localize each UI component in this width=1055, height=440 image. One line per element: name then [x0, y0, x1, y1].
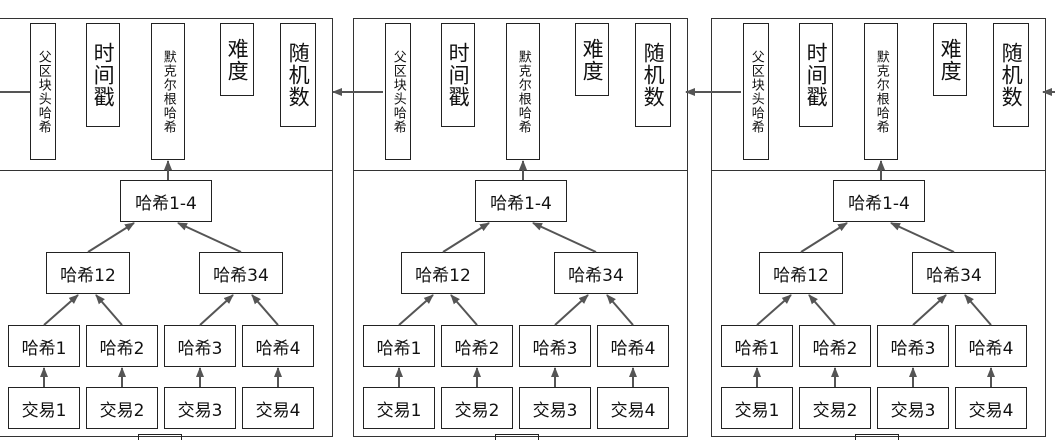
transaction-node: 交易3 [519, 387, 591, 429]
nonce-field: 随机数 [280, 23, 316, 127]
hash-node-level2: 哈希12 [401, 252, 485, 294]
header-divider [0, 170, 333, 171]
merkle-root-field: 默克尔根哈希 [506, 23, 540, 160]
merkle-root-node: 哈希1-4 [120, 180, 212, 222]
difficulty-field: 难度 [220, 23, 254, 96]
transaction-node: 交易1 [721, 387, 793, 429]
hash-node-leaf: 哈希2 [441, 325, 513, 367]
hash-node-leaf: 哈希4 [242, 325, 314, 367]
hash-to-parent-arrow [808, 294, 836, 326]
hash-node-leaf: 哈希1 [8, 325, 80, 367]
transaction-node: 交易4 [597, 387, 669, 429]
hash-node-level2: 哈希34 [199, 252, 283, 294]
parent-block-hash-field: 父区块头哈希 [385, 23, 411, 160]
timestamp-field: 时间戳 [799, 23, 833, 127]
transaction-node: 交易2 [86, 387, 158, 429]
transaction-node: 交易1 [363, 387, 435, 429]
merkle-root-node: 哈希1-4 [475, 180, 567, 222]
next-section-tab [855, 434, 899, 440]
transaction-node: 交易3 [164, 387, 236, 429]
timestamp-field: 时间戳 [441, 23, 475, 127]
hash-to-parent-arrow [912, 294, 947, 326]
hash-to-parent-arrow [606, 294, 634, 326]
hash-to-parent-arrow [450, 294, 478, 326]
merkle-root-node: 哈希1-4 [833, 180, 925, 222]
hash-to-parent-arrow [756, 294, 792, 326]
difficulty-field: 难度 [933, 23, 967, 96]
hash-node-leaf: 哈希3 [877, 325, 949, 367]
hash-to-root-arrow [177, 222, 242, 253]
hash-to-root-arrow [800, 222, 848, 253]
hash-node-level2: 哈希12 [46, 252, 130, 294]
hash-to-parent-arrow [964, 294, 992, 326]
transaction-node: 交易2 [799, 387, 871, 429]
hash-node-leaf: 哈希2 [799, 325, 871, 367]
timestamp-field: 时间戳 [86, 23, 120, 127]
next-section-tab [138, 434, 182, 440]
next-section-tab [495, 434, 539, 440]
transaction-node: 交易4 [955, 387, 1027, 429]
transaction-node: 交易2 [441, 387, 513, 429]
hash-node-level2: 哈希12 [759, 252, 843, 294]
header-divider [353, 170, 688, 171]
hash-to-root-arrow [532, 222, 597, 253]
merkle-root-field: 默克尔根哈希 [864, 23, 898, 160]
hash-to-root-arrow [890, 222, 955, 253]
nonce-field: 随机数 [993, 23, 1029, 127]
hash-to-parent-arrow [199, 294, 234, 326]
hash-to-root-arrow [87, 222, 135, 253]
hash-node-leaf: 哈希3 [519, 325, 591, 367]
hash-node-leaf: 哈希1 [363, 325, 435, 367]
transaction-node: 交易4 [242, 387, 314, 429]
difficulty-field: 难度 [575, 23, 609, 96]
hash-to-parent-arrow [251, 294, 279, 326]
hash-node-level2: 哈希34 [912, 252, 996, 294]
hash-to-parent-arrow [43, 294, 79, 326]
parent-block-hash-field: 父区块头哈希 [743, 23, 769, 160]
merkle-root-field: 默克尔根哈希 [151, 23, 185, 160]
hash-to-root-arrow [442, 222, 490, 253]
hash-to-parent-arrow [398, 294, 434, 326]
transaction-node: 交易3 [877, 387, 949, 429]
hash-node-leaf: 哈希4 [955, 325, 1027, 367]
parent-block-hash-field: 父区块头哈希 [30, 23, 56, 160]
hash-node-leaf: 哈希3 [164, 325, 236, 367]
header-divider [711, 170, 1046, 171]
nonce-field: 随机数 [635, 23, 671, 127]
transaction-node: 交易1 [8, 387, 80, 429]
hash-to-parent-arrow [554, 294, 589, 326]
hash-node-leaf: 哈希2 [86, 325, 158, 367]
hash-node-leaf: 哈希4 [597, 325, 669, 367]
hash-node-leaf: 哈希1 [721, 325, 793, 367]
hash-to-parent-arrow [95, 294, 123, 326]
hash-node-level2: 哈希34 [554, 252, 638, 294]
